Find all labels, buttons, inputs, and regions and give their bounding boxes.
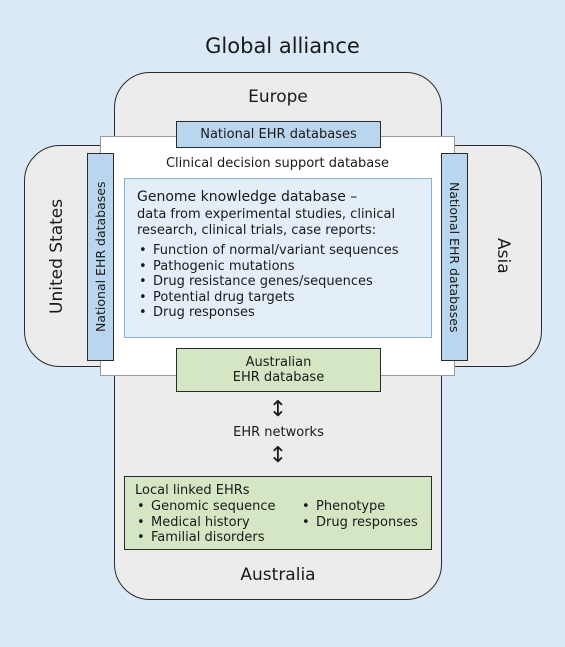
local-item: Familial disorders [135, 530, 300, 546]
genome-item: Drug responses [137, 305, 423, 321]
local-columns: Genomic sequence Medical history Familia… [135, 499, 423, 546]
genome-item: Pathogenic mutations [137, 259, 423, 275]
asia-label: Asia [493, 238, 513, 274]
local-linked-ehrs-box: Local linked EHRs Genomic sequence Medic… [124, 476, 432, 550]
europe-label: Europe [248, 87, 308, 107]
local-heading: Local linked EHRs [135, 483, 250, 498]
local-item: Genomic sequence [135, 499, 300, 515]
australian-ehr-box: Australian EHR database [176, 348, 381, 392]
diagram-title: Global alliance [205, 34, 360, 58]
local-list-col1: Genomic sequence Medical history Familia… [135, 499, 300, 546]
genome-description: data from experimental studies, clinical… [137, 207, 396, 238]
ehr-networks-label: EHR networks [233, 425, 324, 440]
genome-item: Drug resistance genes/sequences [137, 274, 423, 290]
australian-ehr-line2: EHR database [232, 370, 325, 385]
genome-knowledge-box: Genome knowledge database – data from ex… [124, 178, 432, 338]
up-down-arrow-icon: ↕ [268, 397, 288, 422]
local-list-col2: Phenotype Drug responses [300, 499, 418, 546]
genome-item: Potential drug targets [137, 290, 423, 306]
national-ehr-left-box: National EHR databases [87, 153, 114, 361]
local-item: Phenotype [300, 499, 418, 515]
australian-ehr-line1: Australian [245, 355, 312, 370]
genome-list: Function of normal/variant sequences Pat… [137, 243, 423, 321]
genome-heading: Genome knowledge database – [137, 189, 358, 205]
national-ehr-top-box: National EHR databases [176, 121, 381, 148]
up-down-arrow-icon: ↕ [268, 443, 288, 468]
united-states-label: United States [47, 198, 67, 314]
australia-label: Australia [240, 565, 316, 585]
national-ehr-right-box: National EHR databases [441, 153, 468, 361]
local-item: Medical history [135, 515, 300, 531]
local-item: Drug responses [300, 515, 418, 531]
clinical-decision-label: Clinical decision support database [165, 156, 390, 171]
genome-item: Function of normal/variant sequences [137, 243, 423, 259]
